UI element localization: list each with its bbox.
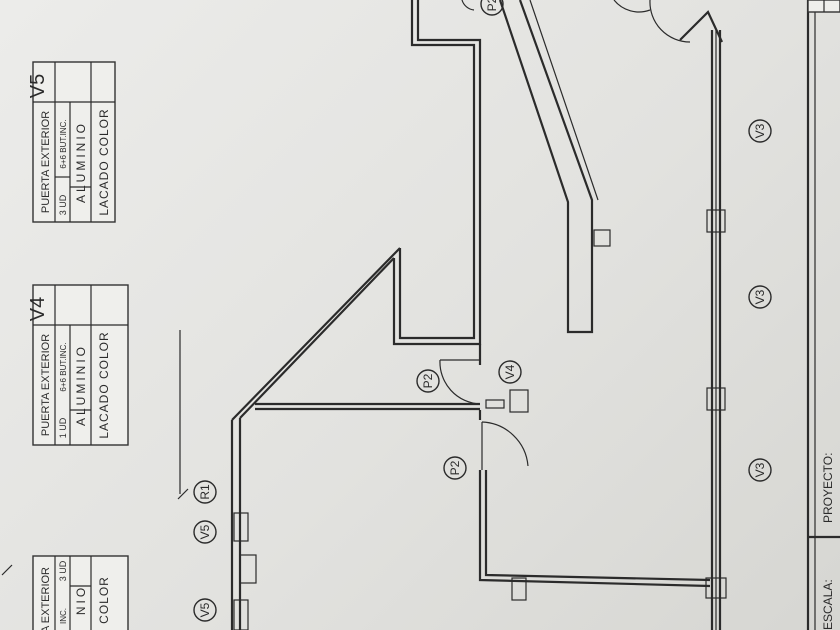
dimension-ticks — [1, 330, 189, 576]
spec-table-v5: V5 PUERTA EXTERIOR 6+6 BUT.INC. 3 UD ALU… — [27, 61, 116, 223]
tag-v3-middle: V3 — [748, 285, 772, 309]
tag-p2-lower: P2 — [443, 456, 467, 480]
tag-v3-top: V3 — [748, 119, 772, 143]
spec-table-v5-code: V5 — [27, 74, 49, 98]
tag-p2-top-label: P2 — [485, 0, 499, 11]
tag-r1-label: R1 — [198, 484, 212, 500]
plan-walls — [230, 0, 840, 630]
tag-v3-top-label: V3 — [753, 123, 767, 138]
tag-v3-middle-label: V3 — [753, 289, 767, 304]
spec-table-partial-detail: INC. — [59, 608, 68, 624]
tag-v5-lower: V5 — [193, 598, 217, 622]
spec-table-v5-material: ALUMINIO — [74, 121, 88, 203]
spec-table-partial-finish: COLOR — [97, 576, 111, 624]
tag-r1: R1 — [193, 480, 217, 504]
tag-p2-upper-label: P2 — [421, 373, 435, 388]
spec-table-v4-detail: 6+6 BUT.INC. — [59, 342, 68, 391]
spec-table-v4-material: ALUMINIO — [74, 344, 88, 426]
spec-table-v4-code: V4 — [27, 297, 49, 321]
scale-label: ESCALA: — [821, 579, 835, 630]
spec-table-v5-name: PUERTA EXTERIOR — [40, 111, 52, 213]
spec-table-v5-detail: 6+6 BUT.INC. — [59, 119, 68, 168]
spec-table-v4-qty: 1 UD — [58, 417, 68, 438]
tag-v5-upper: V5 — [193, 520, 217, 544]
tag-v5-upper-label: V5 — [198, 524, 212, 539]
spec-table-v4-finish: LACADO COLOR — [97, 331, 111, 438]
spec-table-partial-qty: 3 UD — [58, 560, 68, 581]
door-swings — [439, 0, 691, 470]
project-label: PROYECTO: — [821, 453, 835, 523]
tag-v4-label: V4 — [503, 364, 517, 379]
tag-p2-lower-label: P2 — [448, 460, 462, 475]
spec-table-v4-name: PUERTA EXTERIOR — [40, 334, 52, 436]
tag-v3-bottom: V3 — [748, 458, 772, 482]
tag-v4: V4 — [498, 360, 522, 384]
tag-p2-top: P2 — [480, 0, 504, 16]
spec-table-partial-material: NIO — [74, 585, 88, 615]
tag-v5-lower-label: V5 — [198, 602, 212, 617]
spec-table-v4: V4 PUERTA EXTERIOR 6+6 BUT.INC. 1 UD ALU… — [27, 284, 129, 446]
tag-v3-bottom-label: V3 — [753, 462, 767, 477]
spec-table-partial: A EXTERIOR INC. 3 UD NIO COLOR — [32, 555, 129, 630]
spec-table-partial-name: A EXTERIOR — [40, 567, 52, 630]
spec-table-v5-finish: LACADO COLOR — [97, 108, 111, 215]
spec-table-v5-qty: 3 UD — [58, 194, 68, 215]
tag-p2-upper: P2 — [416, 369, 440, 393]
